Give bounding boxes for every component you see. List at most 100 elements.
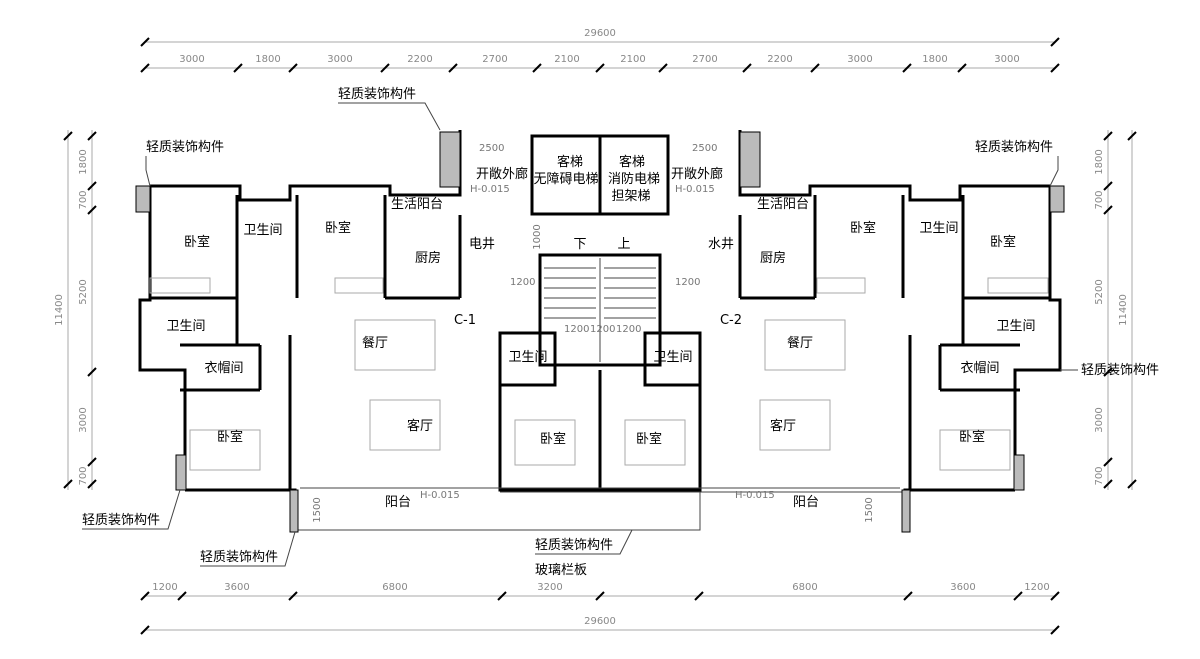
dimension-tick <box>694 591 704 601</box>
right-dimension-chain: 1800 700 5200 3000 700 11400 <box>1094 130 1137 490</box>
dim-1500-left: 1500 <box>312 497 323 522</box>
dimension-tick <box>288 591 298 601</box>
elevation-balcony-left: H-0.015 <box>420 490 460 501</box>
room-bathroom-c1-n: 卫生间 <box>243 223 282 238</box>
room-kitchen-c1: 厨房 <box>415 250 441 266</box>
bottom-dim-6: 3600 <box>950 582 975 593</box>
dimension-tick <box>1013 591 1023 601</box>
right-dim-4: 3000 <box>1094 407 1105 432</box>
room-bedroom-c2-se: 卧室 <box>959 429 985 445</box>
left-dim-3: 5200 <box>78 279 89 304</box>
room-elec-shaft: 电井 <box>469 237 495 252</box>
dimension-tick <box>140 63 150 73</box>
top-dim-2: 1800 <box>255 54 280 65</box>
top-dim-11: 1800 <box>922 54 947 65</box>
left-dim-5: 700 <box>78 466 89 485</box>
top-dim-5: 2700 <box>482 54 507 65</box>
top-dim-1: 3000 <box>179 54 204 65</box>
elevation-corridor-left: H-0.015 <box>470 184 510 195</box>
stair-down-label: 下 <box>573 237 586 252</box>
room-living-c1: 客厅 <box>407 418 433 434</box>
room-balcony-c1: 阳台 <box>385 495 411 510</box>
bottom-dim-2: 3600 <box>224 582 249 593</box>
minor-dimensions: 2500 2500 1200 1200 1200 1200 1200 1500 … <box>312 143 875 523</box>
bottom-dim-3: 6800 <box>382 582 407 593</box>
left-dim-2: 700 <box>78 190 89 209</box>
room-dining-c2: 餐厅 <box>787 335 813 351</box>
right-total-dimension: 11400 <box>1118 294 1129 326</box>
dim-1200-right: 1200 <box>675 277 700 288</box>
dimension-tick <box>903 591 913 601</box>
dimension-tick <box>448 63 458 73</box>
room-bathroom-c2-n: 卫生间 <box>919 221 958 236</box>
room-balcony-c2: 阳台 <box>793 495 819 510</box>
bottom-dim-4: 3200 <box>537 582 562 593</box>
dim-1200-left: 1200 <box>510 277 535 288</box>
dimension-tick <box>532 63 542 73</box>
dim-2500-right: 2500 <box>692 143 717 154</box>
unit-label-c2: C-2 <box>720 313 742 328</box>
annotations: 轻质装饰构件 轻质装饰构件 轻质装饰构件 轻质装饰构件 轻质装饰构件 轻质装饰构… <box>82 87 1159 578</box>
note-light-decor-left: 轻质装饰构件 <box>146 140 224 155</box>
unit-c2: 卧室 卫生间 卧室 生活阳台 厨房 水井 卫生间 衣帽间 卧室 餐厅 客厅 阳台… <box>708 197 1036 510</box>
room-bedroom-c2-ne: 卧室 <box>990 234 1016 250</box>
top-dim-4: 2200 <box>407 54 432 65</box>
core: 开敞外廊 开敞外廊 客梯 无障碍电梯 客梯 消防电梯 担架梯 下 上 卫生间 卫… <box>476 154 723 447</box>
dimension-tick <box>957 63 967 73</box>
top-dim-10: 3000 <box>847 54 872 65</box>
note-light-decor-left-bottom: 轻质装饰构件 <box>82 513 160 528</box>
top-dim-9: 2200 <box>767 54 792 65</box>
dimension-tick <box>380 63 390 73</box>
building-walls <box>135 130 1065 533</box>
open-corridor-left: 开敞外廊 <box>476 166 528 182</box>
room-bathroom-core-right: 卫生间 <box>653 350 692 365</box>
accessible-lift-label: 无障碍电梯 <box>533 172 598 187</box>
left-total-dimension: 11400 <box>54 294 65 326</box>
dimension-tick <box>595 591 605 601</box>
elevation-corridor-right: H-0.015 <box>675 184 715 195</box>
dimension-tick <box>1050 63 1060 73</box>
room-bedroom-center-left: 卧室 <box>540 431 566 447</box>
left-dimension-chain: 11400 1800 700 5200 3000 700 <box>54 130 97 490</box>
room-water-shaft: 水井 <box>708 237 734 252</box>
dimension-tick <box>1050 591 1060 601</box>
passenger-lift-right: 客梯 <box>619 154 645 170</box>
room-bedroom-center-right: 卧室 <box>636 431 662 447</box>
left-dim-4: 3000 <box>78 407 89 432</box>
bottom-dim-7: 1200 <box>1024 582 1049 593</box>
room-bedroom-c1-sw: 卧室 <box>217 429 243 445</box>
top-dim-7: 2100 <box>620 54 645 65</box>
passenger-lift-left: 客梯 <box>557 154 583 170</box>
dimension-tick <box>233 63 243 73</box>
room-cloakroom-c1: 衣帽间 <box>204 360 243 376</box>
bottom-dim-5: 6800 <box>792 582 817 593</box>
right-dim-3: 5200 <box>1094 279 1105 304</box>
elevation-balcony-right: H-0.015 <box>735 490 775 501</box>
room-bedroom-c1-nw: 卧室 <box>184 234 210 250</box>
note-light-decor-center: 轻质装饰构件 <box>535 538 613 553</box>
dim-1200-stair-b: 1200 <box>590 324 615 335</box>
stair-up-label: 上 <box>617 237 630 252</box>
note-light-decor-right-mid: 轻质装饰构件 <box>1081 363 1159 378</box>
dimension-tick <box>288 63 298 73</box>
dim-1200-stair-c: 1200 <box>616 324 641 335</box>
note-light-decor-top: 轻质装饰构件 <box>338 87 416 102</box>
bottom-dim-1: 1200 <box>152 582 177 593</box>
dimension-tick <box>140 591 150 601</box>
dim-1200-stair-a: 1200 <box>564 324 589 335</box>
room-cloakroom-c2: 衣帽间 <box>960 360 999 376</box>
dimension-tick <box>497 591 507 601</box>
bottom-total-dimension: 29600 <box>584 616 616 627</box>
top-dimension-chain: 29600 3000 1800 3000 2200 2700 2100 2100… <box>140 28 1060 73</box>
dim-2500-left: 2500 <box>479 143 504 154</box>
fire-lift-label: 消防电梯 <box>608 171 660 187</box>
bottom-dimension-chain: 29600 1200 3600 6800 3200 6800 3600 1200 <box>140 582 1060 635</box>
stretcher-lift-label: 担架梯 <box>611 189 650 204</box>
top-total-dimension: 29600 <box>584 28 616 39</box>
left-dim-1: 1800 <box>78 149 89 174</box>
unit-c1: 卧室 卫生间 卧室 生活阳台 厨房 电井 卫生间 衣帽间 卧室 餐厅 客厅 阳台… <box>166 197 495 510</box>
note-glass-rail: 玻璃栏板 <box>535 563 587 578</box>
room-service-balcony-c2: 生活阳台 <box>757 197 809 212</box>
dim-1000: 1000 <box>532 224 543 249</box>
